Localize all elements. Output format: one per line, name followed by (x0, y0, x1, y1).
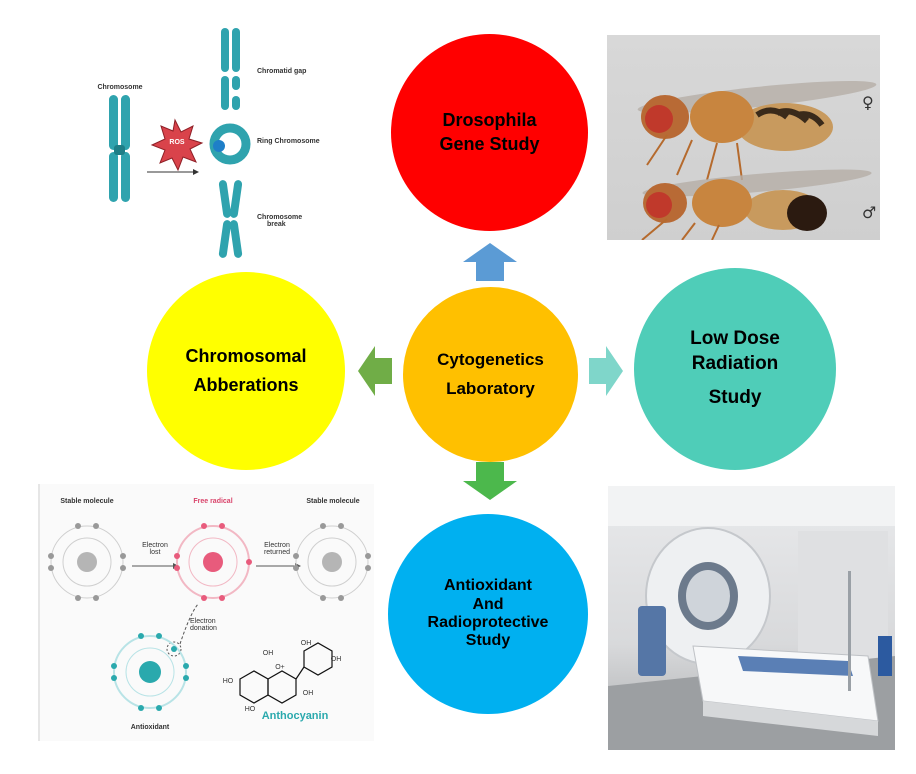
right-arrow (589, 346, 623, 396)
cytogenetics-laboratory-node: Cytogenetics Laboratory (403, 287, 578, 462)
free-radical-label: Free radical (193, 498, 233, 505)
drosophila-illustration (637, 80, 877, 240)
left-arrow (358, 346, 392, 396)
electron-lost-label: Electron lost (132, 542, 178, 556)
chromosome-figure (109, 95, 130, 202)
o-plus-label: O+ (275, 664, 285, 671)
chromosomal-line1: Chromosomal (185, 345, 307, 366)
low-dose-line3: Study (708, 387, 762, 409)
down-arrow (463, 462, 517, 500)
ct-scanner-illustration (608, 486, 895, 750)
antioxidant-line4: Study (465, 632, 511, 650)
electron-lost-line2: lost (149, 549, 161, 556)
anthocyanin-label: Anthocyanin (261, 710, 329, 722)
ho-label-2: HO (244, 706, 256, 713)
female-fly (637, 80, 877, 181)
antioxidant-label: Antioxidant (130, 724, 170, 731)
cytogenetics-line1: Cytogenetics (437, 350, 544, 370)
chromosomal-abberations-node: Chromosomal Abberations (147, 272, 345, 470)
free-radical-panel: Stable molecule Free radical Stable mole… (38, 484, 374, 741)
free-radical-illustration (48, 523, 371, 711)
chromosome-break-label-line1: Chromosome (257, 214, 303, 221)
anthocyanin-structure (239, 642, 333, 704)
electron-lost-line1: Electron (142, 542, 168, 549)
stable-molecule-2 (293, 523, 371, 601)
chromosome-break-label-line2: break (267, 221, 286, 228)
electron-returned-label: Electron returned (254, 542, 300, 556)
male-fly (641, 169, 872, 240)
chromosome-aberration-panel: Chromosome ROS Chromatid gap Ring Chromo… (75, 20, 335, 265)
electron-returned-line1: Electron (264, 542, 290, 549)
female-symbol: ♀ (862, 93, 874, 112)
ros-burst (150, 118, 204, 172)
chromosome-aberration-illustration (109, 28, 251, 258)
chromosome-break-figure (218, 180, 243, 258)
electron-donation-label: Electron donation (190, 618, 236, 632)
drosophila-line1: Drosophila (442, 110, 537, 131)
antioxidant-radioprotective-node: Antioxidant And Radioprotective Study (388, 514, 588, 714)
ros-label: ROS (169, 139, 185, 146)
male-symbol: ♂ (862, 203, 877, 222)
stable-molecule-1-label: Stable molecule (60, 498, 114, 505)
cytogenetics-line2: Laboratory (446, 378, 535, 398)
ho-label-1: HO (222, 678, 234, 685)
free-radical-molecule (174, 523, 252, 601)
low-dose-line2: Radiation (691, 352, 779, 374)
electron-returned-line2: returned (263, 549, 291, 556)
chromosomal-line2: Abberations (193, 375, 299, 395)
low-dose-radiation-study-node: Low Dose Radiation Study (634, 268, 836, 470)
antioxidant-line1: Antioxidant (444, 577, 532, 595)
antioxidant-line2: And (472, 595, 504, 613)
oh-label-3: OH (302, 690, 314, 697)
oh-label-2: OH (330, 656, 342, 663)
oh-label-1: OH (300, 640, 312, 647)
up-arrow (463, 243, 517, 281)
electron-donation-line2: donation (190, 625, 217, 632)
drosophila-photo: ♀ ♂ (607, 35, 880, 240)
antioxidant-line3: Radioprotective (427, 614, 549, 631)
low-dose-line1: Low Dose (690, 327, 780, 349)
drosophila-gene-study-node: Drosophila Gene Study (391, 34, 588, 231)
antioxidant-molecule (111, 633, 189, 711)
ring-chromosome-label: Ring Chromosome (257, 138, 320, 145)
stable-molecule-1 (48, 523, 126, 601)
ct-scanner-photo (608, 486, 895, 750)
drosophila-line2: Gene Study (439, 133, 540, 154)
chromosome-label: Chromosome (97, 84, 143, 91)
chromatid-gap-figure (221, 28, 240, 110)
chromosome-break-label: Chromosome break (257, 214, 317, 228)
chromatid-gap-label: Chromatid gap (257, 68, 307, 75)
oh-label-4: OH (262, 650, 274, 657)
stable-molecule-2-label: Stable molecule (306, 498, 360, 505)
electron-donation-line1: Electron (190, 618, 216, 625)
